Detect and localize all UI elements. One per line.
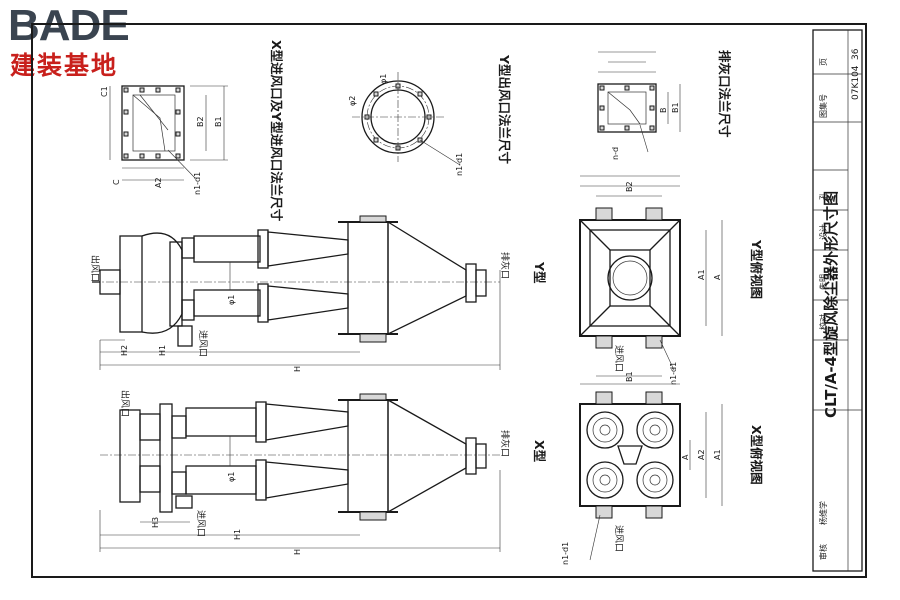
title-block-frame	[812, 29, 863, 572]
label-ash-y: 排灰口	[499, 252, 511, 279]
y-type-top-view: B2 A1 A n1-d1	[579, 175, 723, 385]
dim-a1-ytop: A1	[697, 269, 706, 280]
role-review: 审核	[818, 544, 828, 560]
dim-phi1-x: φ1	[227, 472, 236, 482]
title-y-outlet-flange: Y型出风口法兰尺寸	[497, 54, 512, 165]
name-reviewer: 杨维学	[818, 501, 828, 525]
page-label: 页	[819, 58, 828, 66]
dim-n1d1-x: n1-d1	[193, 172, 202, 195]
page-number: 36	[851, 48, 861, 60]
label-inlet-y: 进风口	[197, 330, 208, 357]
dim-nd-ash: n-d	[611, 147, 620, 160]
dim-c: C	[112, 179, 121, 185]
logo-wordmark: BADE	[8, 1, 130, 50]
dim-c1: C1	[100, 86, 109, 97]
role-design: 设计	[818, 224, 828, 240]
dim-n1d1-ytop: n1-d1	[669, 362, 678, 385]
title-y-type: Y型	[532, 261, 547, 284]
title-y-top-view: Y型俯视图	[749, 239, 764, 299]
ash-flange-view: B B1 n-d	[597, 51, 681, 160]
x-type-top-view: B1 A A2 A1 n1-d1	[561, 371, 723, 565]
dim-a2-xtop: A2	[697, 449, 706, 460]
drawing-title: CLT/A-4型旋风除尘器外形尺寸图	[822, 191, 840, 418]
dim-a2-x: A2	[154, 177, 163, 188]
label-ash-x: 排灰口	[499, 430, 511, 457]
label-outlet-y: 出风口	[89, 255, 101, 282]
title-ash-flange: 排灰口法兰尺寸	[717, 50, 732, 138]
dim-n1d1-xtop: n1-d1	[561, 542, 570, 565]
atlas-number: 07K104	[851, 65, 861, 100]
logo-subtitle: 建装基地	[10, 51, 119, 80]
label-inlet-x: 进风口	[195, 510, 206, 537]
dim-a-ytop: A	[713, 274, 722, 280]
y-type-elevation: H H1 H2 φ1	[92, 215, 501, 372]
atlas-label: 图集号	[818, 94, 828, 118]
name-checker: 朱明	[818, 274, 828, 290]
label-outlet-x: 出风口	[119, 390, 131, 417]
title-x-top-view: X型俯视图	[749, 425, 764, 485]
dim-b2-ytop: B2	[625, 181, 634, 192]
dim-b2-x: B2	[196, 116, 205, 127]
dim-h1-x: H1	[233, 529, 242, 540]
dim-b1-ash: B1	[671, 102, 680, 113]
bade-logo: BADE 建装基地	[8, 4, 178, 84]
dim-h-x: H	[293, 549, 302, 555]
title-x-type: X型	[532, 440, 547, 463]
x-type-elevation: H H1 H3 φ1	[99, 393, 501, 555]
dim-b-ash: B	[659, 108, 668, 114]
dim-a-xtop: A	[681, 454, 690, 460]
dim-phi2: φ2	[348, 96, 357, 106]
outer-border	[31, 23, 867, 578]
dim-phi1-flange: φ1	[379, 74, 388, 84]
y-outlet-flange-view: φ2 φ1 n1-d1	[348, 72, 464, 176]
dim-h3-x: H3	[151, 517, 160, 528]
dim-h2-y: H2	[120, 345, 129, 356]
dim-h1-y: H1	[158, 345, 167, 356]
dim-a1-xtop: A1	[713, 449, 722, 460]
dim-b1-xtop: B1	[625, 371, 634, 382]
dim-h-y: H	[293, 366, 302, 372]
label-inlet-ytop: 进风口	[613, 345, 624, 372]
x-inlet-flange-view: B2 B1 C1 C n1-d1 A2	[100, 85, 228, 195]
title-x-inlet-flange: X型进风口及Y型进风口法兰尺寸	[269, 40, 284, 222]
dim-phi1-y: φ1	[227, 295, 236, 305]
dim-b1-x: B1	[214, 116, 223, 127]
name-designer: 孔	[819, 192, 828, 200]
label-inlet-xtop: 进风口	[613, 525, 624, 552]
dim-n1d1-y: n1-d1	[455, 153, 464, 176]
role-check: 校对	[818, 314, 828, 330]
